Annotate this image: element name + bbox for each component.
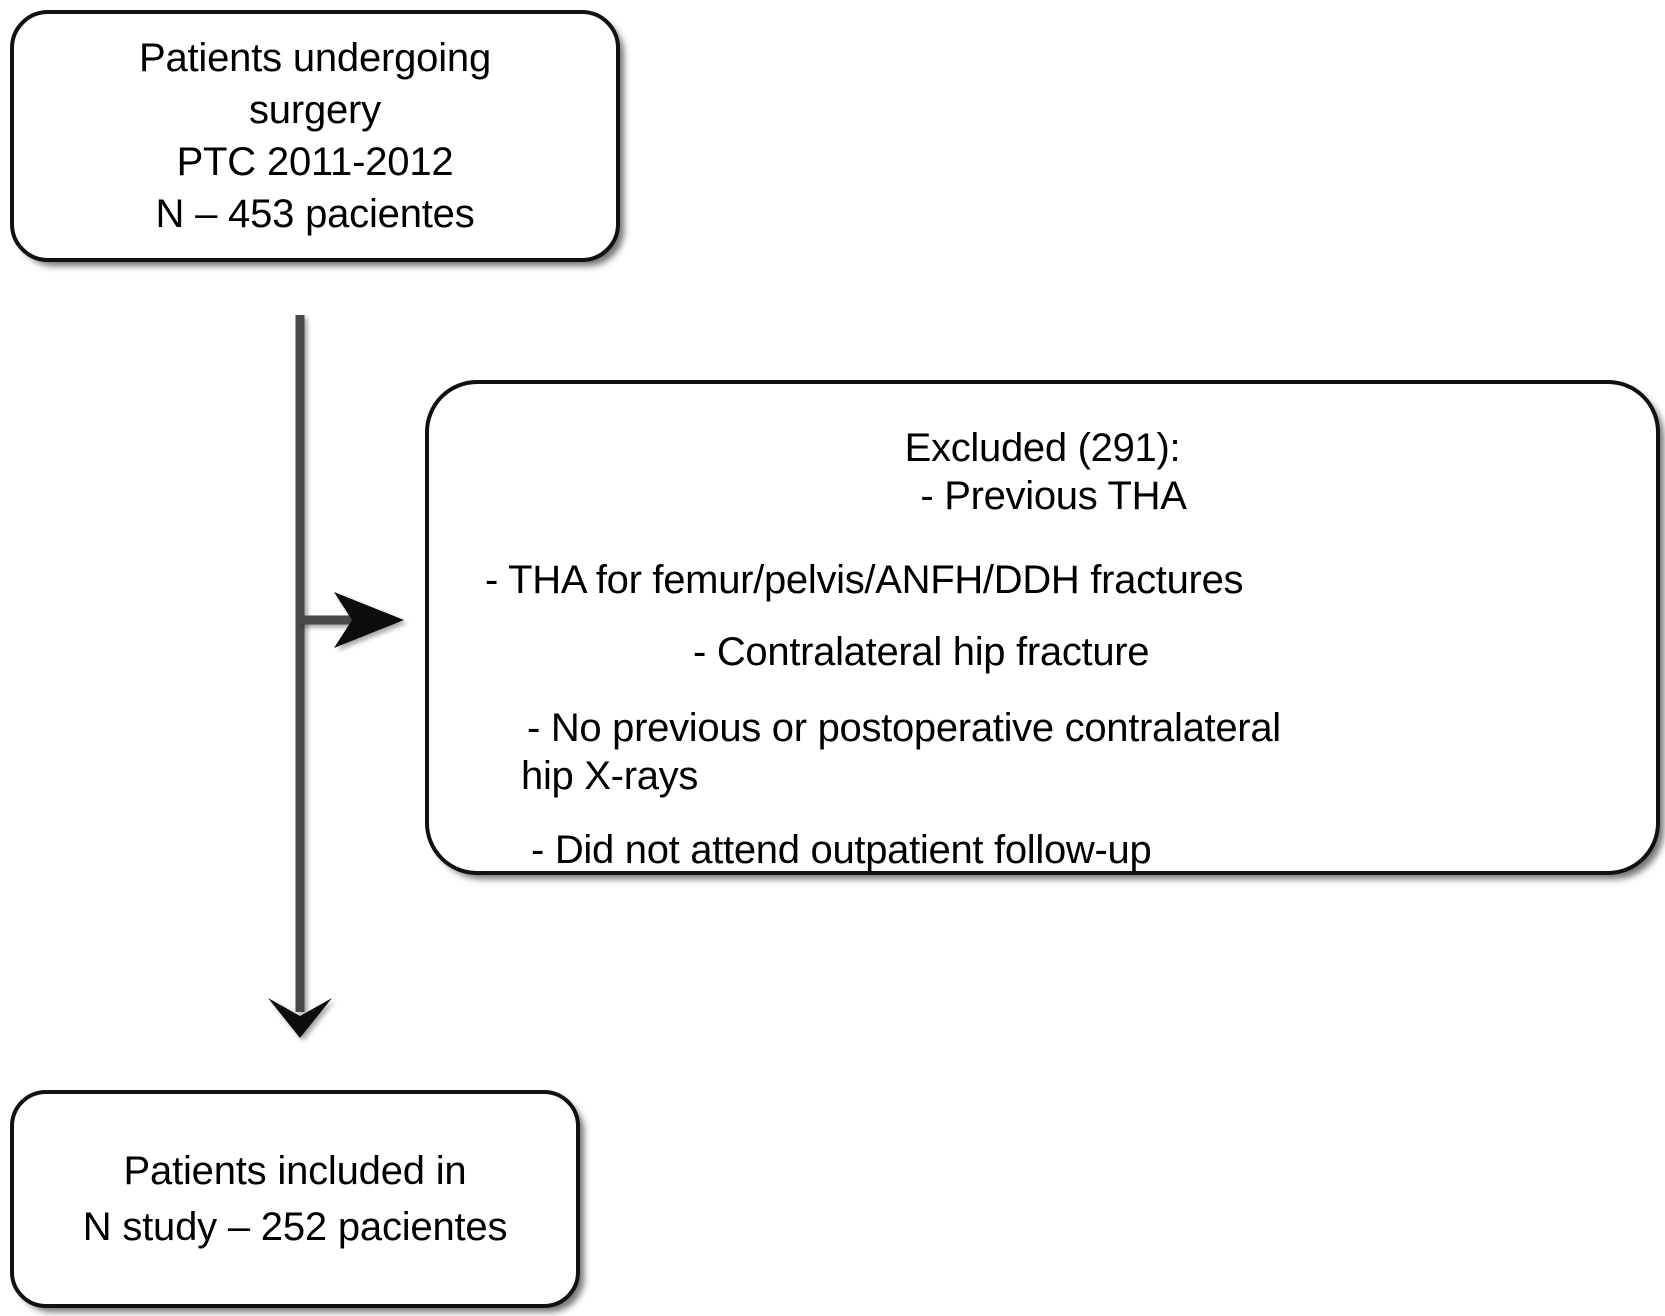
edge-enrolled-to-excluded	[300, 592, 404, 648]
edge-enrolled-to-included	[268, 315, 332, 1038]
node-patients-enrolled: Patients undergoing surgery PTC 2011-201…	[10, 10, 620, 262]
excluded-reason-5: - Did not attend outpatient follow-up	[531, 828, 1152, 872]
excluded-reason-1: - Previous THA	[920, 474, 1187, 518]
node-included-line-1: Patients included in	[123, 1149, 467, 1193]
node-included-line-2: N study – 252 pacientes	[82, 1205, 508, 1249]
excluded-reason-4: - No previous or postoperative contralat…	[527, 706, 1281, 750]
excluded-heading: Excluded (291):	[904, 426, 1181, 470]
node-enrolled-line-2: surgery	[249, 88, 381, 132]
node-enrolled-line-4: N – 453 pacientes	[155, 192, 475, 236]
excluded-reason-3: - Contralateral hip fracture	[693, 630, 1150, 674]
node-patients-included: Patients included in N study – 252 pacie…	[10, 1090, 580, 1308]
node-enrolled-line-1: Patients undergoing	[138, 36, 492, 80]
node-excluded-patients: Excluded (291): - Previous THA - THA for…	[425, 380, 1660, 875]
excluded-reason-4-cont: hip X-rays	[521, 754, 699, 798]
node-enrolled-line-3: PTC 2011-2012	[176, 140, 454, 184]
excluded-reason-2: - THA for femur/pelvis/ANFH/DDH fracture…	[485, 558, 1244, 602]
